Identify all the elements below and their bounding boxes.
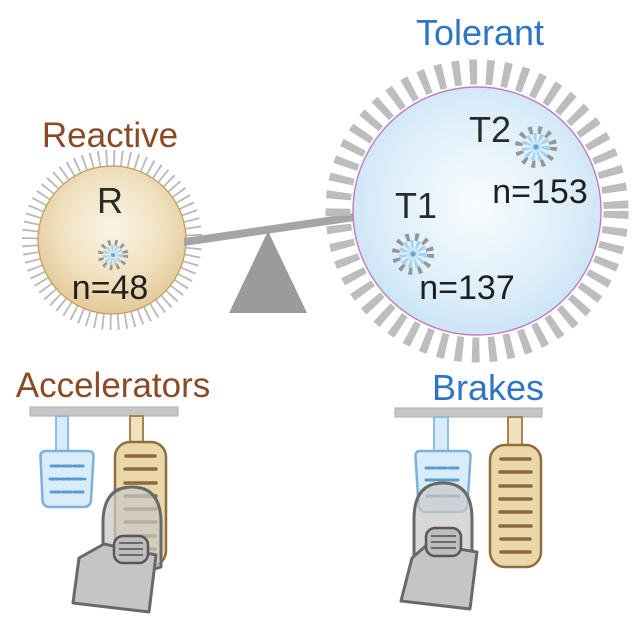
t2-label: T2 <box>469 109 511 150</box>
t1-label: T1 <box>395 185 437 226</box>
t2-n-label: n=153 <box>492 173 588 211</box>
tolerant-spike-ring <box>325 59 629 363</box>
accelerators-title: Accelerators <box>16 366 211 405</box>
pedal-mount-bar <box>29 406 179 417</box>
accelerators-panel: Accelerators <box>16 366 211 614</box>
brakes-panel: Brakes <box>394 367 544 611</box>
foot-icon <box>399 481 479 611</box>
reactive-group-label: R <box>97 180 123 221</box>
foot-icon <box>71 485 163 614</box>
reactive-title: Reactive <box>42 116 178 155</box>
t1-n-label: n=137 <box>419 269 515 307</box>
accelerator-pedal-icon <box>488 416 543 569</box>
tolerant-title: Tolerant <box>416 12 544 53</box>
brakes-title: Brakes <box>432 367 544 408</box>
pedal-mount-bar <box>394 407 543 418</box>
reactive-n-label: n=48 <box>72 269 149 307</box>
seesaw-fulcrum-icon <box>229 231 307 313</box>
brake-pedal-icon <box>39 415 95 509</box>
